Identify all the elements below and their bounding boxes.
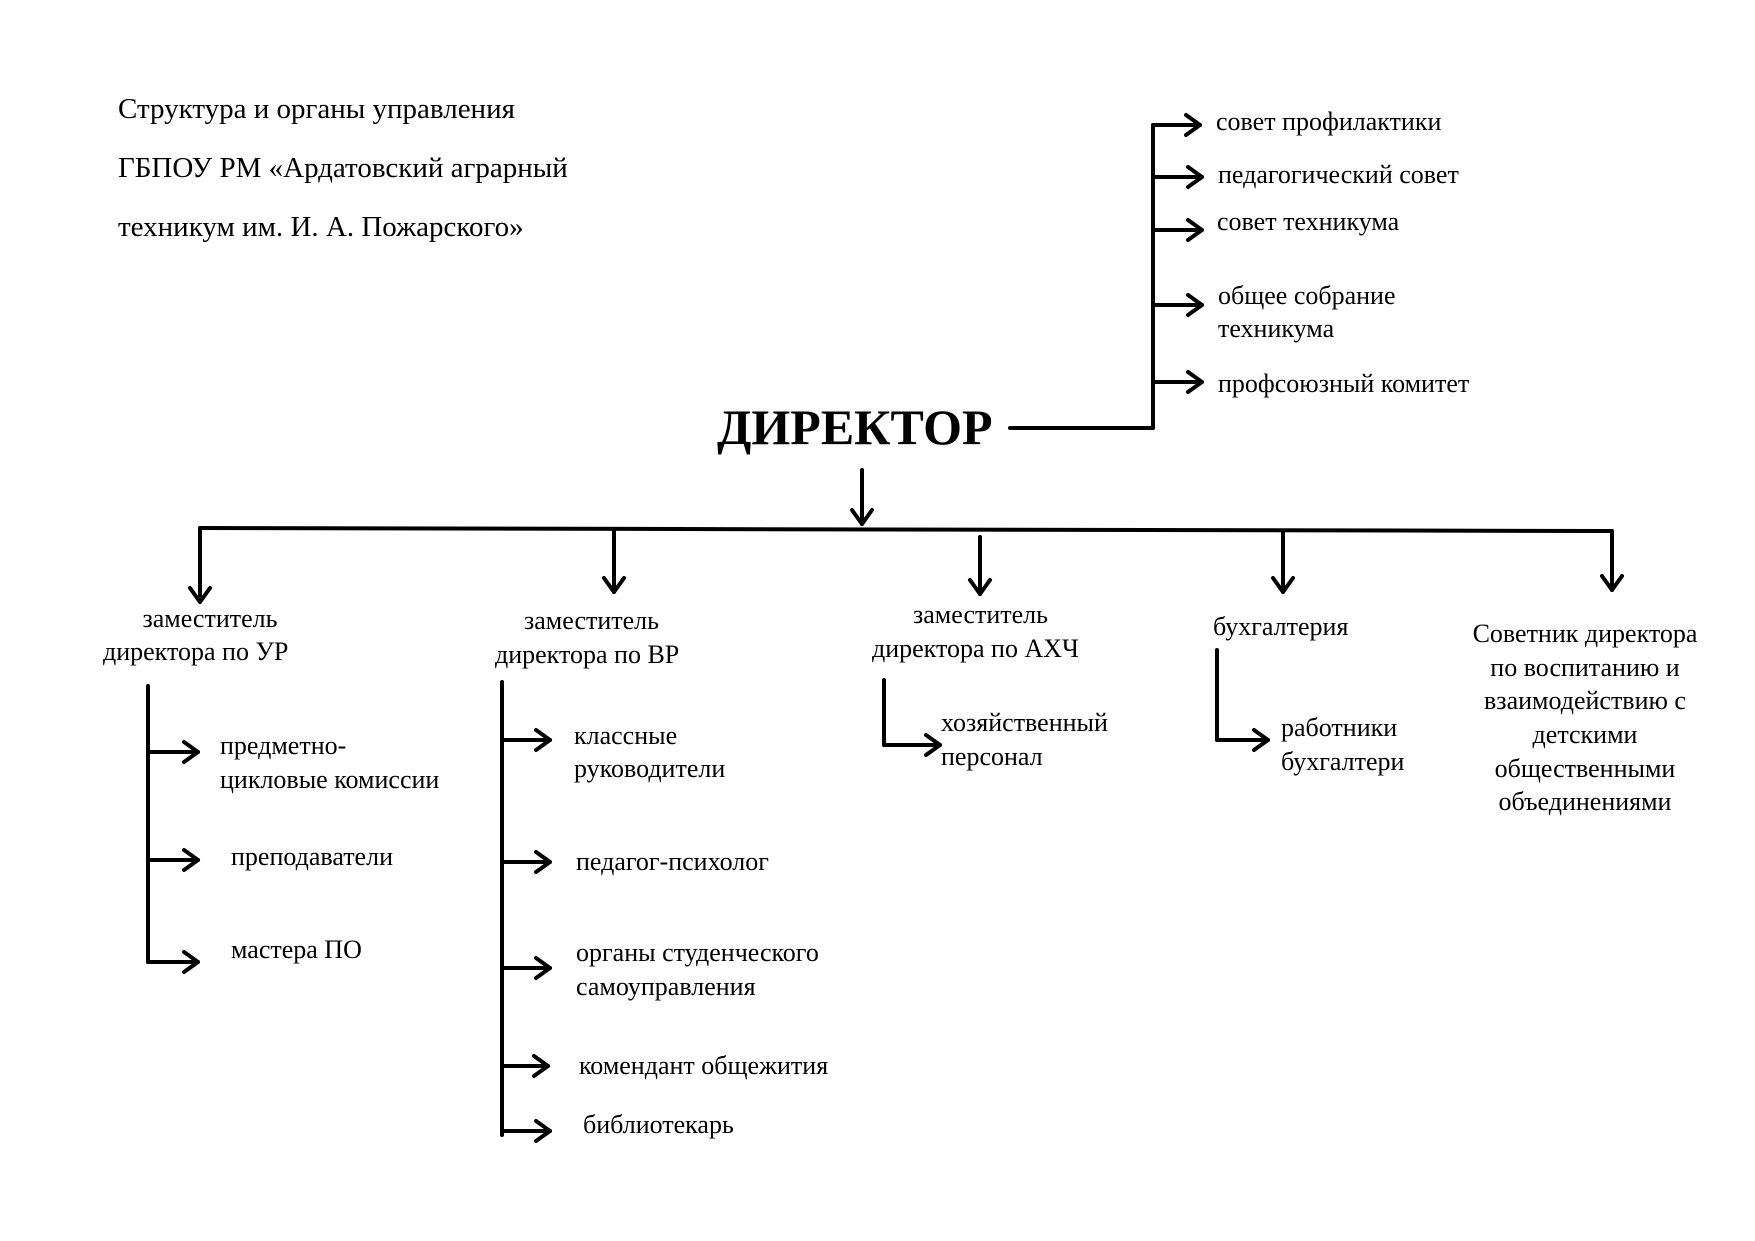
vr-child-arrow xyxy=(500,728,552,752)
deputy-vr-line-1: заместитель xyxy=(524,606,660,635)
branch-arrow xyxy=(968,535,992,596)
branch-arrow xyxy=(188,526,212,604)
vr-child-arrow xyxy=(500,1119,552,1143)
vr-child-arrow xyxy=(500,1054,550,1078)
council-arrow xyxy=(1151,165,1204,189)
diagram-title-line-1: Структура и органы управления xyxy=(118,93,515,125)
vr-child-student-gov-line-1: органы студенческого xyxy=(576,938,819,967)
deputy-ur-line-1: заместитель xyxy=(142,604,278,633)
deputy-ur-line-2: директора по УР xyxy=(103,637,289,666)
ur-child-arrow xyxy=(146,848,200,872)
ur-child-pck-line-1: предметно- xyxy=(220,731,347,760)
ahch-child-staff-line-2: персонал xyxy=(941,742,1043,771)
council-arrow xyxy=(1151,218,1204,242)
council-general-meeting-line-1: общее собрание xyxy=(1218,281,1396,310)
council-arrow xyxy=(1151,113,1202,137)
accounting-child-workers-line-2: бухгалтери xyxy=(1281,747,1405,776)
ur-child-arrow xyxy=(146,740,200,764)
deputy-ahch-line-2: директора по АХЧ xyxy=(872,634,1079,663)
council-arrow xyxy=(1151,370,1204,394)
vr-child-psychologist: педагог-психолог xyxy=(576,847,769,876)
council-technikum: совет техникума xyxy=(1217,207,1400,236)
vr-child-student-gov-line-2: самоуправления xyxy=(576,972,756,1001)
diagram-title-line-3: техникум им. И. А. Пожарского» xyxy=(118,211,524,243)
vr-child-arrow xyxy=(500,956,552,980)
council-pedagogical: педагогический совет xyxy=(1218,160,1459,189)
ahch-child-arrow xyxy=(882,733,942,757)
branch-arrow xyxy=(1600,529,1624,592)
advisor-line-2: по воспитанию и xyxy=(1490,653,1680,682)
vr-child-class-line-2: руководители xyxy=(574,754,726,783)
vr-child-commandant: комендант общежития xyxy=(579,1051,829,1080)
ur-child-pck-line-2: цикловые комиссии xyxy=(220,765,440,794)
accounting-child-arrow xyxy=(1215,728,1270,752)
council-prevention: совет профилактики xyxy=(1216,107,1442,136)
vr-child-librarian: библиотекарь xyxy=(583,1110,734,1139)
vr-child-class-line-1: классные xyxy=(574,721,678,750)
council-arrow xyxy=(1151,293,1204,317)
director-down-arrow xyxy=(850,468,874,526)
deputy-ahch-line-1: заместитель xyxy=(913,600,1049,629)
ur-child-arrow xyxy=(146,950,200,974)
ur-child-teachers: преподаватели xyxy=(231,842,393,871)
deputy-vr-line-2: директора по ВР xyxy=(495,640,680,669)
advisor-line-1: Советник директора xyxy=(1472,619,1698,648)
diagram-title-line-2: ГБПОУ РМ «Ардатовский аграрный xyxy=(118,152,568,184)
branch-arrow xyxy=(602,527,626,594)
ahch-child-staff-line-1: хозяйственный xyxy=(941,708,1108,737)
council-general-meeting-line-2: техникума xyxy=(1218,314,1335,343)
accounting-node: бухгалтерия xyxy=(1213,612,1349,641)
advisor-line-6: объединениями xyxy=(1498,787,1672,816)
accounting-child-workers-line-1: работники xyxy=(1281,713,1398,742)
council-trade-union: профсоюзный комитет xyxy=(1218,369,1470,398)
main-bus xyxy=(198,526,1614,533)
vr-child-arrow xyxy=(500,850,552,874)
director-node: ДИРЕКТОР xyxy=(717,399,993,455)
advisor-line-5: общественными xyxy=(1494,754,1676,783)
ur-child-masters: мастера ПО xyxy=(231,935,362,964)
advisor-line-3: взаимодействию с xyxy=(1484,686,1686,715)
branch-arrow xyxy=(1271,529,1295,594)
advisor-line-4: детскими xyxy=(1532,720,1638,749)
